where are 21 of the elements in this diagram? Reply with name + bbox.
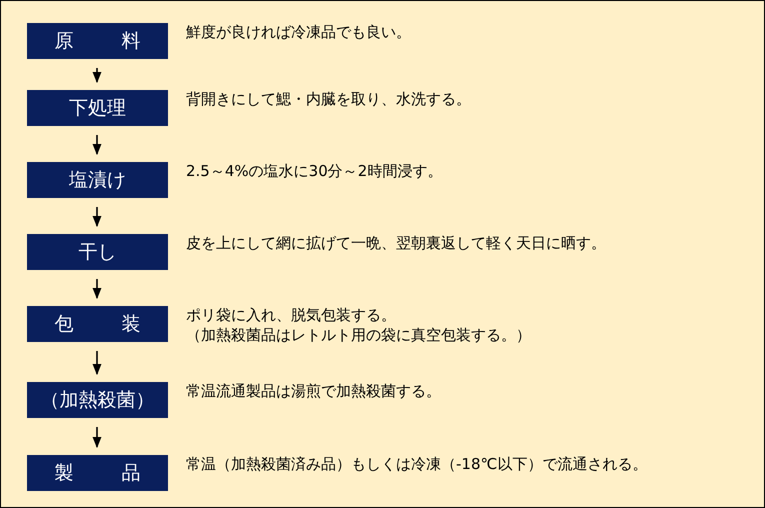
step-description: 常温流通製品は湯煎で加熱殺菌する。 [186,382,441,401]
down-arrow [92,279,102,300]
step-description: （加熱殺菌品はレトルト用の袋に真空包装する。） [186,326,531,345]
step-description: 常温（加熱殺菌済み品）もしくは冷凍（-18℃以下）で流通される。 [186,455,648,474]
step-box: 包 装 [27,306,168,342]
down-arrow [92,207,102,228]
step-description: 背開きにして鰓・内臓を取り、水洗する。 [186,90,471,109]
step-box: 干し [27,234,168,270]
step-box: 製 品 [27,455,168,491]
step-box: 下処理 [27,90,168,126]
down-arrow [92,68,102,84]
step-box: （加熱殺菌） [27,382,168,418]
down-arrow [92,351,102,376]
down-arrow [92,427,102,448]
step-description: 鮮度が良ければ冷凍品でも良い。 [186,23,411,42]
step-box: 塩漬け [27,162,168,198]
step-description: 皮を上にして網に拡げて一晩、翌朝裏返して軽く天日に晒す。 [186,234,606,253]
down-arrow [92,135,102,156]
step-box: 原 料 [27,23,168,59]
step-description: ポリ袋に入れ、脱気包装する。 [186,306,396,325]
step-description: 2.5～4%の塩水に30分～2時間浸す。 [186,162,442,181]
